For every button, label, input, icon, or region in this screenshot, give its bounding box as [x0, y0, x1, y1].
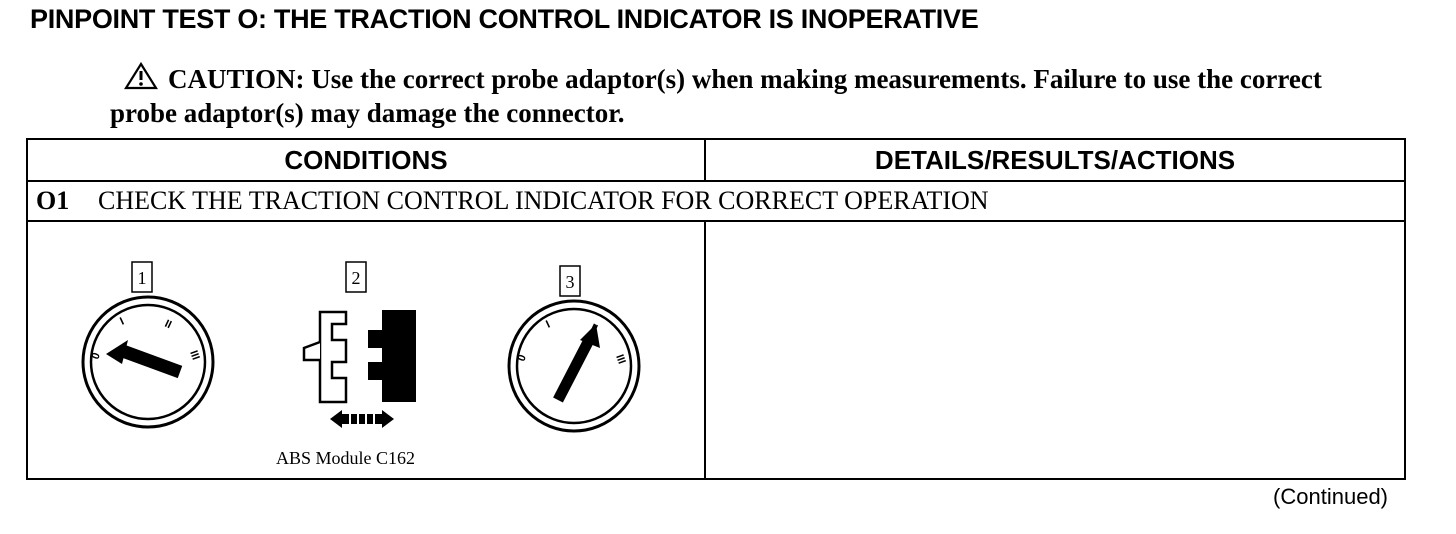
step-title: CHECK THE TRACTION CONTROL INDICATOR FOR…: [98, 186, 989, 215]
details-header: DETAILS/RESULTS/ACTIONS: [704, 138, 1406, 182]
callout-2-label: 2: [352, 268, 361, 288]
warning-triangle-icon: [124, 61, 158, 97]
ignition-switch-run-icon: 0 I II III: [507, 299, 641, 433]
ignition-switch-off-icon: 0 I II III: [81, 295, 215, 429]
step-row: O1 CHECK THE TRACTION CONTROL INDICATOR F…: [26, 180, 1406, 222]
details-cell: [704, 220, 1406, 480]
svg-text:II: II: [163, 318, 174, 331]
step-number: O1: [36, 186, 70, 215]
svg-text:III: III: [187, 349, 201, 362]
abs-module-connector-icon: [302, 310, 416, 428]
pinpoint-table: CONDITIONS DETAILS/RESULTS/ACTIONS O1 CHE…: [26, 138, 1406, 480]
svg-text:I: I: [544, 319, 552, 331]
caution-text: CAUTION: Use the correct probe adaptor(s…: [110, 64, 1322, 128]
callout-1-label: 1: [138, 268, 147, 288]
conditions-figure-cell: 1 0 I II III 2: [26, 220, 706, 480]
svg-text:0: 0: [516, 353, 529, 363]
svg-text:III: III: [613, 353, 627, 366]
caution-note: CAUTION: Use the correct probe adaptor(s…: [110, 61, 1370, 129]
connector-label: ABS Module C162: [276, 448, 416, 468]
svg-text:0: 0: [90, 351, 103, 361]
svg-text:I: I: [118, 316, 126, 328]
page-title: PINPOINT TEST O: THE TRACTION CONTROL IN…: [30, 4, 979, 34]
callout-3-label: 3: [566, 272, 575, 292]
callout-2: 2: [345, 261, 367, 293]
conditions-figure: 1 0 I II III 2: [81, 261, 641, 433]
callout-3: 3: [559, 265, 581, 297]
callout-1: 1: [131, 261, 153, 293]
continued-label: (Continued): [1273, 484, 1388, 509]
conditions-header: CONDITIONS: [26, 138, 706, 182]
